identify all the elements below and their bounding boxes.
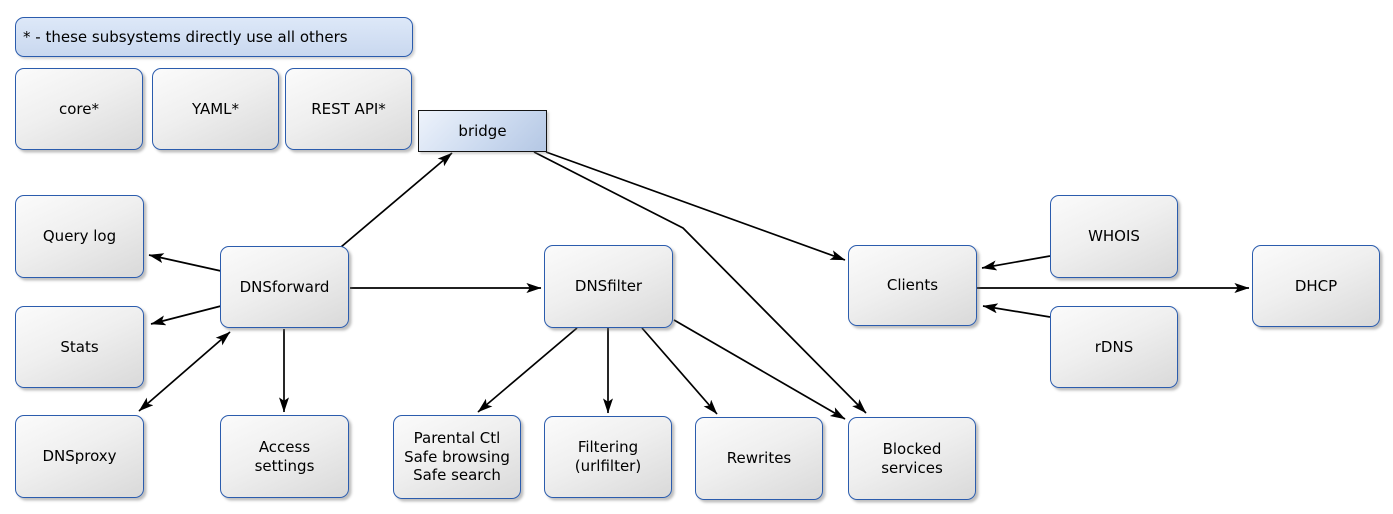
node-parental-ctl: Parental Ctl Safe browsing Safe search xyxy=(393,415,521,499)
node-core: core* xyxy=(15,68,143,150)
node-clients: Clients xyxy=(848,245,977,326)
edge-dnsforward-query_log xyxy=(148,253,222,272)
node-stats: Stats xyxy=(15,306,144,388)
node-whois: WHOIS xyxy=(1050,195,1178,278)
node-dnsfilter: DNSfilter xyxy=(544,245,673,328)
node-dnsproxy: DNSproxy xyxy=(15,415,144,498)
node-rdns: rDNS xyxy=(1050,306,1178,388)
node-query-log: Query log xyxy=(15,195,144,278)
edge-dnsforward-bridge xyxy=(340,152,453,248)
edge-dnsfilter-rewrites xyxy=(641,327,718,415)
edge-dnsfilter-parental xyxy=(477,327,578,413)
edge-dnsforward-dnsproxy xyxy=(138,331,231,412)
edge-whois-clients xyxy=(981,255,1051,271)
node-bridge: bridge xyxy=(418,110,547,152)
edge-rdns-clients xyxy=(982,303,1051,318)
node-access-settings: Access settings xyxy=(220,415,349,498)
node-dnsforward: DNSforward xyxy=(220,246,349,328)
node-dhcp: DHCP xyxy=(1252,245,1380,327)
node-filtering: Filtering (urlfilter) xyxy=(544,416,672,498)
node-rest-api: REST API* xyxy=(285,68,412,150)
edge-dnsfilter-blocked_services xyxy=(673,319,846,420)
edge-dnsforward-stats xyxy=(150,305,222,326)
node-blocked-services: Blocked services xyxy=(848,417,976,500)
edge-bridge-clients xyxy=(545,151,846,261)
node-yaml: YAML* xyxy=(152,68,279,150)
edge-bridge-blocked_services xyxy=(533,151,867,414)
legend-note: * - these subsystems directly use all ot… xyxy=(15,17,413,57)
node-rewrites: Rewrites xyxy=(695,417,823,500)
